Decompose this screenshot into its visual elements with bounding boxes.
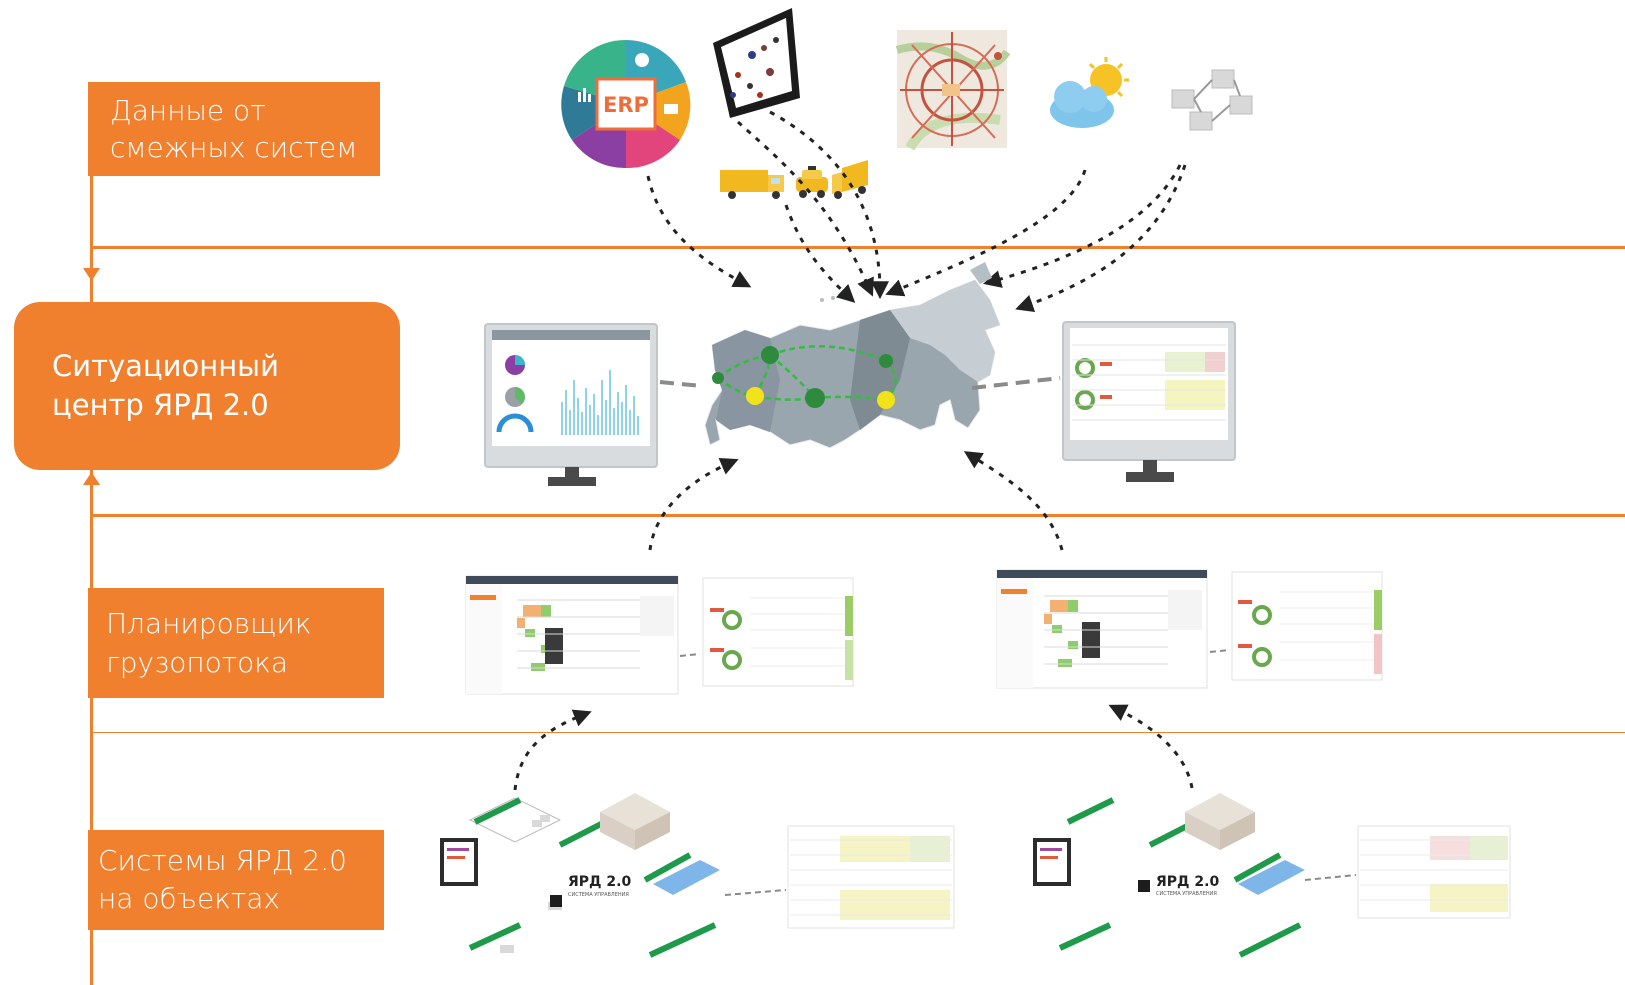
planner-screen-right [996,569,1208,689]
site-logo-sub: СИСТЕМА УПРАВЛЕНИЯ [568,892,629,898]
planner-report-left [702,577,854,687]
label-flow-planner: Планировщик грузопотока [88,588,384,698]
map-routes [712,345,897,409]
monitor-icon-right [1062,321,1236,482]
site-logo-name-right: ЯРД 2.0 [1156,874,1219,890]
site-connectors [724,874,1357,896]
separator-line-3 [90,732,1625,733]
label-situation-center: Ситуационный центр ЯРД 2.0 [14,302,400,470]
axis-arrow-up-icon [83,472,100,485]
site-logo-sub-right: СИСТЕМА УПРАВЛЕНИЯ [1156,891,1217,897]
separator-line-2 [90,514,1625,517]
label-situation-center-line1: Ситуационный [52,349,279,383]
planner-arrows [648,451,1064,551]
vertical-axis-line [90,170,93,985]
label-flow-planner-line1: Планировщик [106,607,312,640]
warehouse-scheme-icon-right: ЯРД 2.0 СИСТЕМА УПРАВЛЕНИЯ [1033,793,1305,958]
site-logo-name: ЯРД 2.0 [568,874,631,890]
box-truck-icon [832,160,868,199]
planner-connectors [679,649,1231,657]
label-adjacent-systems-line1: Данные от [110,94,266,127]
separator-line-1 [90,246,1625,249]
network-blocks-icon [1171,69,1253,131]
monitor-connectors [659,376,1061,390]
label-adjacent-systems: Данные от смежных систем [88,82,380,176]
label-flow-planner-line2: грузопотока [106,646,289,679]
site-report-left [787,825,955,929]
erp-wheel-icon: ERP [561,39,691,169]
dump-truck-icon [720,170,784,199]
site-arrows [513,704,1194,791]
source-arrows [646,110,1187,312]
traffic-map-icon [895,30,1011,151]
weather-icon [1050,57,1129,128]
taxi-icon [796,166,828,198]
monitor-icon [484,323,658,486]
label-site-systems: Системы ЯРД 2.0 на объектах [88,830,384,930]
axis-arrow-down-icon [83,268,100,281]
planner-report-right [1231,571,1383,681]
russia-map [704,262,1001,449]
site-report-right [1357,825,1511,919]
label-site-systems-line1: Системы ЯРД 2.0 [98,844,347,877]
warehouse-scheme-icon: ЯРД 2.0 СИСТЕМА УПРАВЛЕНИЯ [440,793,720,958]
planner-screen-left [465,575,679,695]
label-adjacent-systems-line2: смежных систем [110,131,358,164]
erp-label: ERP [603,93,649,117]
label-situation-center-line2: центр ЯРД 2.0 [52,388,269,422]
label-site-systems-line2: на объектах [98,882,280,915]
tablet-map-icon [713,8,800,118]
